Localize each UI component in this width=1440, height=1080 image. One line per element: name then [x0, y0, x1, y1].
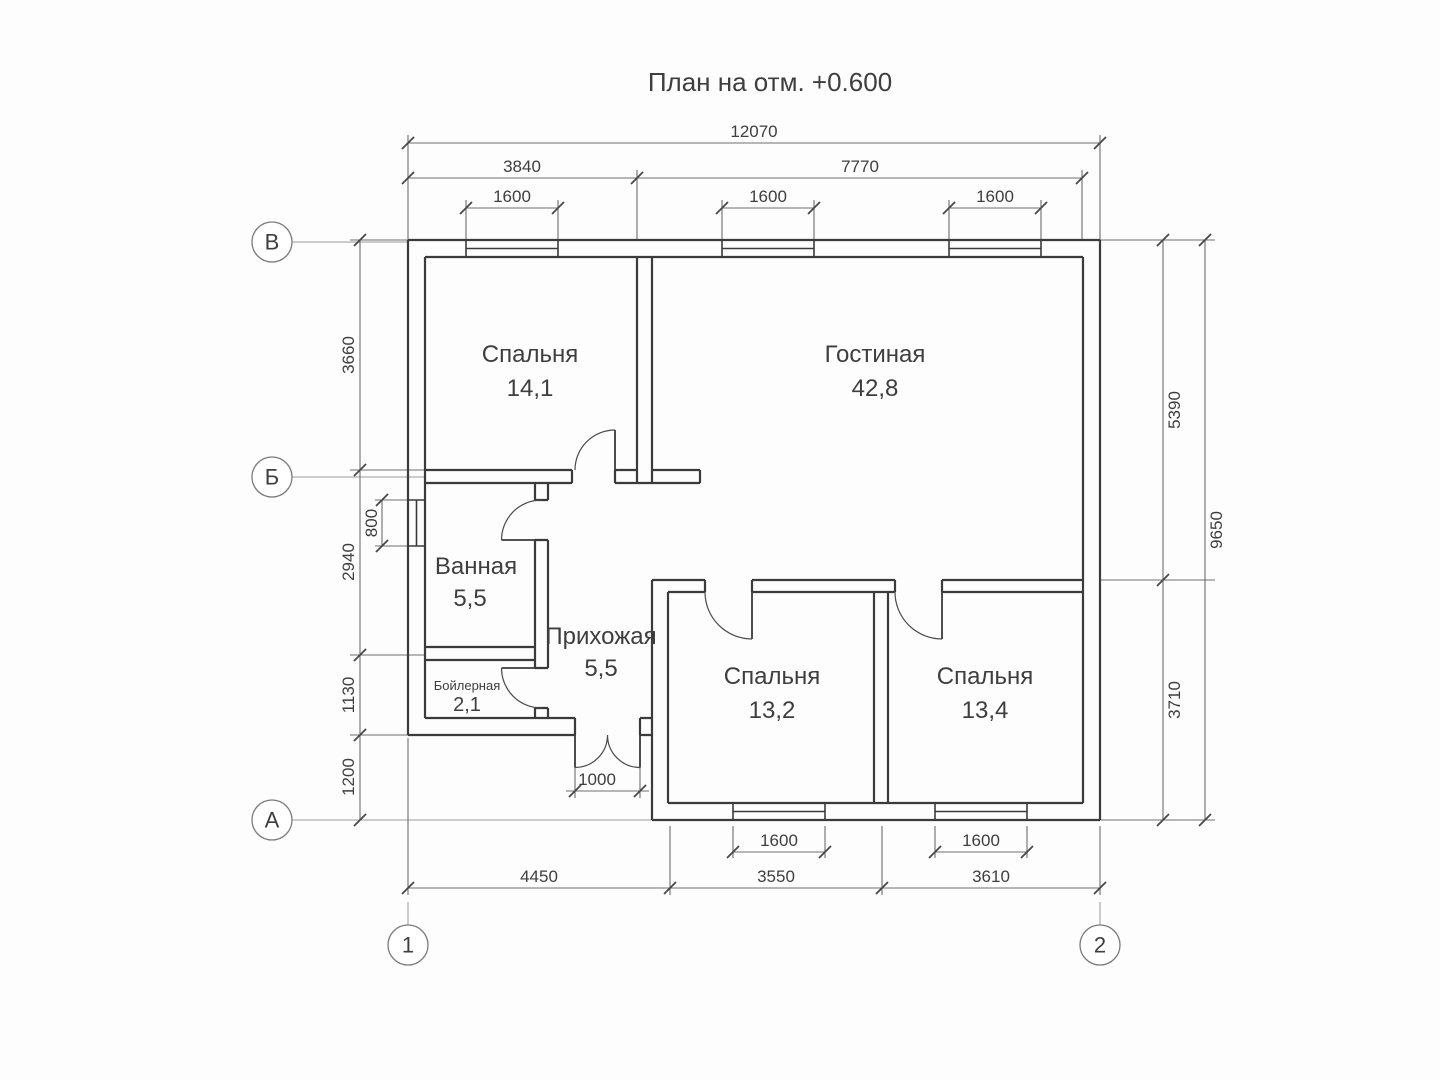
axis-circle-a: [251, 799, 293, 841]
dimension-lines-layer: [350, 135, 1215, 895]
room-label-bedroom-3: Спальня 13,4: [937, 663, 1033, 724]
dim-left-800: 800: [362, 509, 381, 537]
axis-label-v: В: [265, 230, 280, 255]
axis-circle-2: [1079, 924, 1121, 966]
dimension-text-layer: 12070 3840 7770 1600 1600 1600 3660 800 …: [339, 122, 1226, 886]
room-area: 13,4: [962, 697, 1009, 724]
room-area: 13,2: [749, 697, 796, 724]
dim-right-5390: 5390: [1165, 391, 1184, 429]
dim-left-2940: 2940: [339, 543, 358, 581]
axis-markers-layer: В Б А 1 2: [251, 221, 1121, 966]
dim-left-1130: 1130: [339, 677, 358, 714]
dim-top-window-1: 1600: [493, 187, 531, 206]
door-leaves: [501, 430, 943, 768]
windows-layer: [408, 240, 1042, 820]
axis-circle-1: [387, 924, 429, 966]
room-label-bathroom: Ванная 5,5: [435, 553, 517, 612]
dim-bottom-window-2: 1600: [962, 831, 1000, 850]
room-name: Бойлерная: [434, 678, 501, 693]
room-name: Ванная: [435, 553, 517, 580]
dim-right-3710: 3710: [1165, 681, 1184, 719]
room-name: Спальня: [724, 663, 820, 690]
room-area: 2,1: [453, 694, 481, 716]
axis-label-2: 2: [1094, 933, 1106, 958]
walls-layer: [406, 238, 1102, 822]
dim-overall-width: 12070: [730, 122, 777, 141]
room-labels-layer: Спальня 14,1 Гостиная 42,8 Ванная 5,5 Пр…: [434, 341, 1033, 724]
door-swing-arcs: [500, 429, 943, 769]
dim-bottom-seg2: 3550: [757, 867, 795, 886]
room-area: 5,5: [584, 655, 617, 682]
dim-left-1200: 1200: [339, 758, 358, 796]
dim-bottom-window-1: 1600: [760, 831, 798, 850]
dim-right-9650: 9650: [1207, 511, 1226, 549]
axis-lines-layer: [292, 241, 1101, 925]
dim-top-left: 3840: [503, 157, 541, 176]
axis-circle-b: [251, 456, 293, 498]
room-name: Спальня: [482, 341, 578, 368]
dim-bottom-seg3: 3610: [972, 867, 1010, 886]
dim-left-3660: 3660: [339, 336, 358, 374]
room-area: 5,5: [453, 585, 486, 612]
axis-circle-v: [251, 221, 293, 263]
axis-label-a: А: [265, 808, 280, 833]
doors-layer: [500, 429, 943, 769]
room-label-living-room: Гостиная 42,8: [825, 341, 926, 402]
dim-top-window-3: 1600: [976, 187, 1014, 206]
dim-bottom-seg1: 4450: [520, 867, 558, 886]
axis-label-1: 1: [402, 933, 414, 958]
dim-top-right: 7770: [841, 157, 879, 176]
window-symbols: [408, 240, 1042, 820]
dim-entrance-1000: 1000: [578, 770, 616, 789]
exterior-walls: [406, 238, 1102, 822]
room-label-bedroom-1: Спальня 14,1: [482, 341, 578, 402]
room-label-bedroom-2: Спальня 13,2: [724, 663, 820, 724]
room-area: 42,8: [852, 375, 899, 402]
room-label-boiler-room: Бойлерная 2,1: [434, 678, 501, 716]
room-name: Прихожая: [545, 623, 656, 650]
room-name: Гостиная: [825, 341, 926, 368]
dim-top-window-2: 1600: [749, 187, 787, 206]
room-label-hallway: Прихожая 5,5: [545, 623, 656, 682]
axis-label-b: Б: [265, 465, 279, 490]
plan-title: План на отм. +0.600: [648, 67, 892, 97]
room-area: 14,1: [507, 375, 554, 402]
room-name: Спальня: [937, 663, 1033, 690]
